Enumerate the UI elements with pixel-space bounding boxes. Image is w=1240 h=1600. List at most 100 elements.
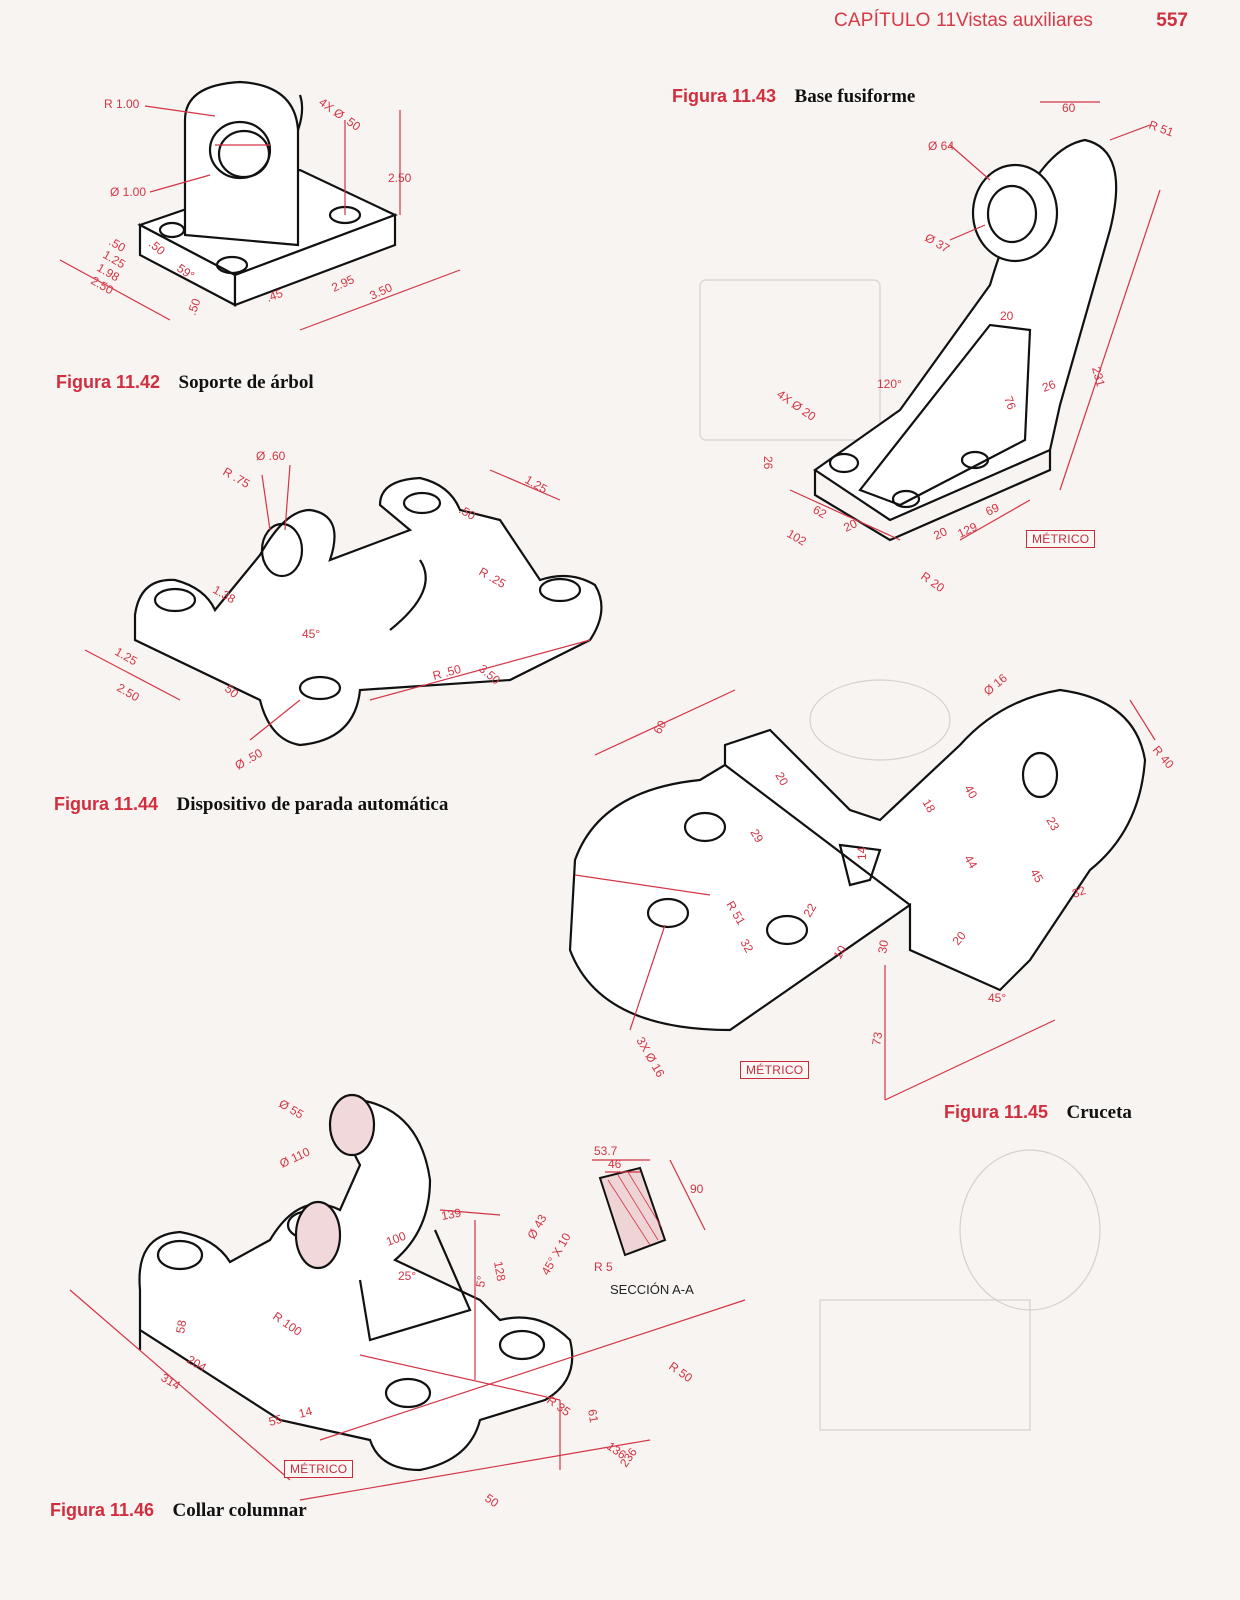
- fig44-dim-dia060: Ø .60: [256, 449, 286, 463]
- fig42-dim-050-c: .50: [185, 296, 204, 317]
- fig44-dim-250: 2.50: [115, 680, 143, 704]
- fig46-dim-14: 14: [297, 1404, 314, 1421]
- fig43-dim-dia64: Ø 64: [928, 139, 954, 153]
- metric-tag-11-45: MÉTRICO: [740, 1061, 810, 1079]
- fig46-dim-25deg: 25°: [398, 1269, 416, 1283]
- section-a-a-drawing: [598, 1166, 667, 1257]
- caption-figure-11-45: Figura 11.45 Cruceta: [944, 1102, 1132, 1124]
- figure-number: Figura 11.46: [50, 1500, 155, 1520]
- fig45-dim-10: 10: [830, 943, 849, 962]
- fig42-dim-dia100: Ø 1.00: [110, 185, 146, 199]
- fig45-dim-60: 60: [650, 718, 669, 737]
- figure-number: Figura 11.42: [56, 372, 161, 392]
- fig43-dim-26-right: 26: [1040, 377, 1058, 395]
- fig46-dim-314: 314: [159, 1370, 184, 1392]
- fig45-dim-20-top: 20: [772, 770, 791, 789]
- figure-title: Dispositivo de parada automática: [176, 794, 449, 815]
- fig45-dim-45: 45: [1027, 867, 1046, 886]
- figure-11-45-dims: [574, 689, 1156, 1101]
- figure-11-43-drawing: [813, 138, 1118, 542]
- metric-tag-11-46: MÉTRICO: [284, 1460, 354, 1478]
- figure-title: Collar columnar: [172, 1500, 307, 1521]
- figure-number: Figura 11.44: [54, 794, 159, 814]
- fig45-dim-73: 73: [869, 1031, 885, 1047]
- fig43-dim-20-a: 20: [841, 516, 859, 534]
- metric-tag-11-43: MÉTRICO: [1026, 530, 1096, 548]
- fig46-dim-50: 50: [482, 1491, 501, 1510]
- section-dim-53-7: 53.7: [594, 1144, 618, 1158]
- fig46-dim-r50: R 50: [666, 1359, 695, 1385]
- fig43-dim-20-b: 20: [931, 524, 949, 542]
- figure-title: Cruceta: [1066, 1102, 1132, 1123]
- figure-11-42-dims: [59, 105, 461, 331]
- figure-number: Figura 11.43: [672, 86, 777, 106]
- fig42-dim-045: .45: [264, 286, 285, 305]
- fig44-dim-125: 1.25: [113, 644, 141, 668]
- fig46-dim-r35: R 35: [544, 1393, 573, 1419]
- figure-11-43-dims: [789, 101, 1161, 541]
- fig43-dim-62: 62: [811, 502, 830, 521]
- fig43-dim-60: 60: [1062, 101, 1076, 115]
- figure-11-44-dims: [84, 464, 591, 741]
- fig42-dim-295: 2.95: [329, 272, 356, 295]
- fig45-dim-14: 14: [855, 846, 869, 860]
- fig46-dim-5deg: 5°: [473, 1275, 489, 1289]
- fig45-dim-29: 29: [747, 827, 766, 846]
- fig42-dim-r100: R 1.00: [104, 97, 140, 111]
- fig44-dim-45deg: 45°: [302, 627, 320, 641]
- fig46-dim-61: 61: [585, 1408, 601, 1424]
- figure-number: Figura 11.45: [944, 1102, 1049, 1122]
- caption-figure-11-44: Figura 11.44 Dispositivo de parada autom…: [54, 794, 448, 816]
- figure-title: Base fusiforme: [794, 86, 916, 107]
- section-a-a-label: SECCIÓN A-A: [610, 1282, 694, 1297]
- fig46-dim-128: 128: [491, 1260, 508, 1282]
- fig46-dim-100: 100: [384, 1229, 408, 1249]
- fig43-dim-r20: R 20: [918, 569, 947, 595]
- figure-11-46-dims: [69, 1209, 746, 1501]
- figure-11-44-drawing: [133, 476, 603, 747]
- fig43-dim-69: 69: [983, 500, 1001, 518]
- chapter-label: CAPÍTULO 11: [834, 10, 957, 31]
- fig45-dim-40: 40: [961, 783, 980, 802]
- fig43-dim-76: 76: [1001, 394, 1019, 412]
- fig45-dim-32: 32: [737, 937, 756, 956]
- fig43-dim-4x-dia20: 4X Ø 20: [774, 387, 818, 424]
- fig44-dim-r075: R .75: [221, 464, 253, 491]
- section-dim-90: 90: [690, 1182, 704, 1196]
- fig45-dim-22: 22: [800, 901, 819, 920]
- fig43-dim-r51: R 51: [1147, 118, 1176, 140]
- caption-figure-11-43: Figura 11.43 Base fusiforme: [672, 86, 915, 108]
- fig42-dim-4x-holes: 4X Ø .50: [316, 95, 363, 134]
- fig45-dim-r40: R 40: [1150, 743, 1177, 772]
- figure-11-46-drawing: [138, 1093, 574, 1472]
- fig43-dim-102: 102: [785, 526, 810, 548]
- fig45-dim-23: 23: [1043, 815, 1062, 834]
- fig46-dim-dia55: Ø 55: [277, 1096, 307, 1121]
- fig43-dim-dia37: Ø 37: [923, 230, 953, 255]
- fig46-dim-dia43: Ø 43: [524, 1212, 549, 1242]
- fig42-dim-250-height: 2.50: [388, 171, 412, 185]
- section-dim-r5: R 5: [594, 1260, 613, 1274]
- fig45-dim-45deg: 45°: [988, 991, 1006, 1005]
- fig45-dim-3x-dia16: 3X Ø 16: [633, 1035, 667, 1080]
- fig46-dim-dia110: Ø 110: [277, 1144, 312, 1170]
- fig46-dim-chamfer: 45° X 10: [538, 1230, 573, 1277]
- fig46-dim-58: 58: [173, 1319, 189, 1335]
- caption-figure-11-46: Figura 11.46 Collar columnar: [50, 1500, 307, 1522]
- fig44-dim-125-top: 1.25: [523, 472, 551, 496]
- fig45-dim-18: 18: [919, 797, 938, 816]
- fig46-dim-139: 139: [440, 1206, 462, 1223]
- fig43-dim-129: 129: [955, 519, 979, 540]
- page-number: 557: [1156, 10, 1188, 31]
- figure-title: Soporte de árbol: [178, 372, 314, 393]
- fig43-dim-26-left: 26: [761, 456, 775, 470]
- fig45-dim-32-right: 32: [1070, 883, 1088, 901]
- figure-11-42-drawing: [137, 80, 398, 307]
- fig43-dim-120deg: 120°: [877, 377, 902, 391]
- fig46-dim-55: 55: [267, 1412, 284, 1429]
- fig44-dim-dia050: Ø .50: [233, 746, 266, 773]
- chapter-title: Vistas auxiliares: [956, 10, 1093, 31]
- fig45-dim-dia16: Ø 16: [981, 671, 1010, 699]
